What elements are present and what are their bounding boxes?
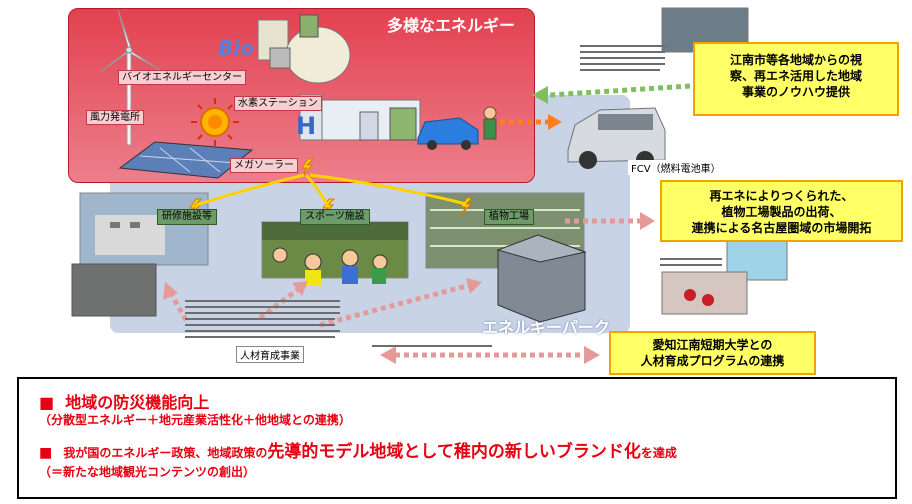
fcv-label: FCV（燃料電池車） bbox=[628, 160, 724, 175]
h-logo: H bbox=[296, 112, 317, 140]
children-icon bbox=[272, 247, 388, 286]
bio-center-label: バイオエネルギーセンター bbox=[118, 70, 246, 85]
visit-callout: 江南市等各地域からの視 察、再エネ活用した地域 事業のノウハウ提供 bbox=[693, 42, 899, 116]
person-icon bbox=[483, 106, 497, 140]
solar-panel-icon bbox=[118, 141, 254, 179]
diverse-energy-title: 多様なエネルギー bbox=[387, 16, 516, 35]
wind-turbine-icon bbox=[99, 9, 161, 146]
mega-solar-label: メガソーラー bbox=[230, 158, 298, 173]
bolt-icon bbox=[459, 197, 474, 217]
plant-factory-building-icon bbox=[496, 234, 587, 323]
bio-logo: Bio bbox=[218, 36, 254, 60]
energy-park-label: エネルギーパーク bbox=[482, 318, 610, 337]
summary-subline-2: （＝新たな地域観光コンテンツの創出） bbox=[39, 465, 256, 479]
college-callout: 愛知江南短期大学との 人材育成プログラムの連携 bbox=[609, 331, 816, 375]
summary-line-2: ■ 我が国のエネルギー政策、地域政策の先導的モデル地域として稚内の新しいブランド… bbox=[39, 442, 677, 462]
summary-line-1: ■ 地域の防災機能向上 bbox=[39, 393, 210, 412]
market-callout: 再エネによりつくられた、 植物工場製品の出荷、 連携による名古屋圏域の市場開拓 bbox=[660, 180, 903, 242]
hydrogen-station-label: 水素ステーション bbox=[234, 96, 322, 111]
sports-facility-label: スポーツ施設 bbox=[300, 209, 370, 225]
sun-icon bbox=[191, 98, 239, 146]
plant-factory-label: 植物工場 bbox=[484, 209, 534, 225]
wind-farm-label: 風力発電所 bbox=[86, 110, 144, 125]
bolt-icon bbox=[300, 158, 315, 179]
summary-box: ■ 地域の防災機能向上 （分散型エネルギー＋地元産業活性化＋他地域との連携） ■… bbox=[17, 377, 897, 499]
summary-subline-1: （分散型エネルギー＋地元産業活性化＋他地域との連携） bbox=[39, 413, 351, 427]
bio-tank-icon bbox=[257, 14, 351, 84]
hr-project-label: 人材育成事業 bbox=[236, 346, 304, 363]
small-car-icon bbox=[417, 117, 479, 150]
training-facility-label: 研修施設等 bbox=[157, 209, 217, 225]
